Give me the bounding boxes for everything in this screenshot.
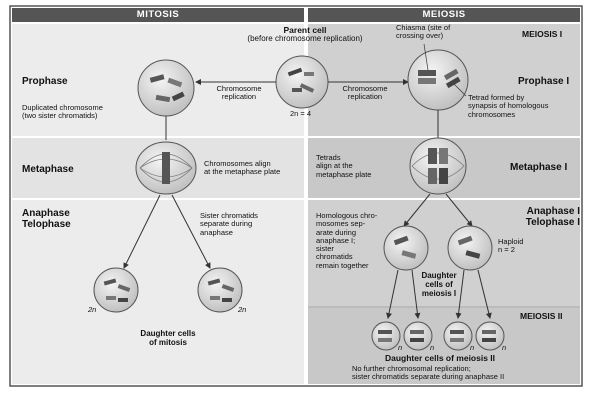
meiosis-i-daughter-label: Daughter cells of meiosis I [421,271,457,298]
n-label-1: n [398,343,403,352]
meiosis-ii-arrow-3 [455,269,465,319]
mitosis-metaphase-label: Metaphase [22,164,74,175]
meiosis-ii-daughter-3 [443,321,473,351]
mitosis-arrow-right [171,194,211,269]
mitosis-anaphase-label: Anaphase Telophase [22,208,71,230]
meiosis-ii-daughter-4 [475,321,505,351]
chiasma-note: Chiasma (site of crossing over) [396,23,451,41]
meiosis-metaphase-cell [409,137,467,195]
meiosis-arrow-right [445,193,473,227]
chromosomes-align-note: Chromosomes align at the metaphase plate [204,159,281,177]
meiosis-i-daughter-left [383,225,429,271]
parent-cell [275,55,329,109]
replication-label-right: Chromosome replication [342,84,388,102]
parent-cell-title: Parent cell [283,25,327,35]
tetrad-note: Tetrad formed by synapsis of homologous … [468,93,549,119]
mitosis-prophase-cell [137,59,195,117]
mitosis-header-bar [12,8,304,22]
n-label-4: n [502,343,507,352]
meiosis-header-bar [308,8,580,22]
mitosis-daughter-left [93,267,139,313]
mitosis-header: MITOSIS [136,9,180,20]
meiosis-prophase-label: Prophase I [518,76,570,87]
mitosis-daughter-ploidy-right: 2n [238,305,247,314]
parent-cell-label: Parent cell (before chromosome replicati… [220,25,390,44]
n-label-3: n [470,343,475,352]
meiosis-header: MEIOSIS [422,9,466,20]
meiosis-arrow-left [403,193,431,227]
chiasma-pointer [423,43,429,71]
meiosis-i-section-label: MEIOSIS I [522,29,563,39]
meiosis-anaphase-label: Anaphase I Telophase I [525,206,580,228]
mitosis-daughter-label: Daughter cells of mitosis [140,329,196,347]
meiosis-ii-section-label: MEIOSIS II [520,311,563,321]
mitosis-prophase-label: Prophase [22,76,68,87]
n-label-2: n [430,343,435,352]
sister-chromatids-note: Sister chromatids separate during anapha… [200,211,258,237]
haploid-note: Haploid n = 2 [498,237,524,255]
mitosis-daughter-right [197,267,243,313]
tetrad-pointer [453,83,467,97]
meiosis-ii-arrow-1 [386,269,399,319]
parent-ploidy: 2n = 4 [290,109,312,118]
meiosis-ii-daughter-2 [403,321,433,351]
meiosis-ii-panel [308,308,580,384]
meiosis-metaphase-label: Metaphase I [510,162,568,173]
meiosis-ii-arrow-2 [411,269,421,319]
mitosis-anaphase-panel [12,200,304,384]
meiosis-ii-arrow-4 [477,269,492,319]
mitosis-metaphase-cell [135,141,197,195]
tetrads-align-note: Tetrads align at the metaphase plate [316,153,372,179]
meiosis-prophase-cell [407,49,469,111]
meiosis-i-daughter-right [447,225,493,271]
homologous-note: Homologous chro- mosomes sep- arate duri… [316,211,378,270]
meiosis-ii-final-note: No further chromosomal replication; sist… [352,364,505,382]
replication-label-left: Chromosome replication [216,84,262,102]
meiosis-anaphase-panel [308,200,580,306]
mitosis-arrow-left [123,194,161,269]
meiosis-ii-daughter-1 [371,321,401,351]
duplicated-chromosome-note: Duplicated chromosome (two sister chroma… [22,103,103,121]
parent-cell-subtitle: (before chromosome replication) [247,34,363,44]
mitosis-daughter-ploidy-left: 2n [88,305,97,314]
meiosis-ii-daughter-label: Daughter cells of meiosis II [384,353,496,363]
